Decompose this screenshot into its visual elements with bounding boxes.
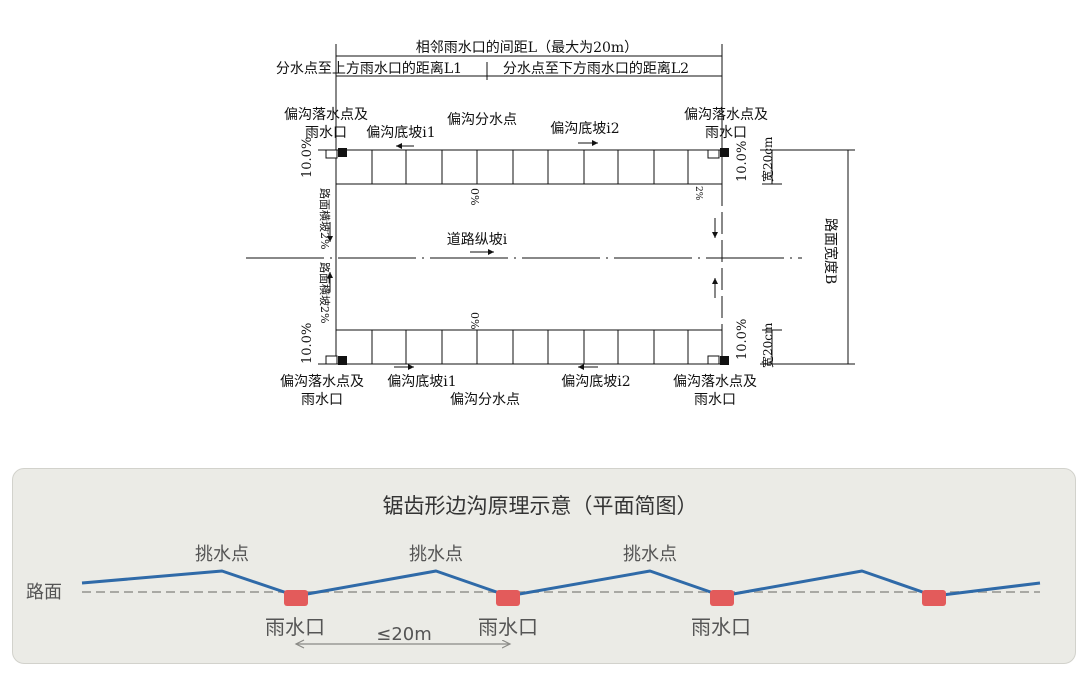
inlet-bottom-right-line2: 雨水口	[694, 392, 736, 408]
inlet-bottom-right	[720, 356, 729, 365]
bottom-gutter-dividers	[371, 330, 689, 364]
inlet-top-right	[720, 148, 729, 157]
gutter-slope-i2-bottom: 偏沟底坡i2	[561, 374, 630, 390]
plan-diagram	[246, 44, 855, 370]
pct-left-bottom: 10.0%	[300, 323, 315, 364]
label-L: 相邻雨水口的间距L（最大为20m）	[416, 40, 638, 56]
small-mark-right: 2%	[693, 186, 703, 201]
inlet-top-left-line2: 雨水口	[305, 125, 347, 141]
top-gutter-strip	[335, 149, 723, 185]
split-point-top: 偏沟分水点	[447, 112, 517, 128]
gutter-slope-i2-top: 偏沟底坡i2	[550, 121, 619, 137]
inlet-label-1: 雨水口	[265, 615, 325, 639]
high-point-label-1: 挑水点	[195, 544, 249, 565]
zero-bottom: 0%	[468, 312, 481, 329]
inlet-label-2: 雨水口	[478, 615, 538, 639]
pct-right-bottom: 10.0%	[735, 319, 750, 360]
gutter-slope-i1-top: 偏沟底坡i1	[366, 125, 435, 141]
split-point-bottom: 偏沟分水点	[450, 392, 520, 408]
inlet-top-left	[338, 148, 347, 157]
plan-inlets	[325, 148, 729, 365]
plan-rotated-labels: 10.0% 10.0% 10.0% 10.0% 宽20cm 宽20cm 路面横坡…	[300, 136, 839, 368]
inlet-bottom-left-line1: 偏沟落水点及	[280, 374, 364, 390]
inlet-2	[496, 590, 520, 606]
label-L2: 分水点至下方雨水口的距离L2	[503, 60, 689, 77]
schematic-panel	[12, 468, 1076, 664]
inlet-bottom-left-line2: 雨水口	[301, 392, 343, 408]
top-gutter-dividers	[371, 150, 689, 184]
zero-top: 0%	[468, 188, 481, 205]
bottom-gutter-strip	[335, 329, 723, 365]
inlet-bottom-right-line1: 偏沟落水点及	[673, 374, 757, 390]
inlet-top-right-line1: 偏沟落水点及	[684, 107, 768, 123]
gutter-slope-i1-bottom: 偏沟底坡i1	[387, 374, 456, 390]
high-point-label-3: 挑水点	[623, 544, 677, 565]
inlet-top-left-line1: 偏沟落水点及	[284, 107, 368, 123]
inlet-top-right-line2: 雨水口	[705, 125, 747, 141]
inlet-3	[710, 590, 734, 606]
inlet-1	[284, 590, 308, 606]
cross-slope-upper: 路面横坡2%	[318, 188, 332, 249]
width-right-top: 宽20cm	[760, 136, 775, 182]
road-width-label: 路面宽度B	[822, 218, 839, 284]
sawtooth-gutter-line	[81, 569, 1041, 598]
road-label: 路面	[26, 582, 62, 603]
inlet-bottom-left	[338, 356, 347, 365]
inlet-label-3: 雨水口	[691, 615, 751, 639]
pct-left-top: 10.0%	[300, 137, 315, 178]
road-long-slope: 道路纵坡i	[447, 232, 508, 248]
schematic-title: 锯齿形边沟原理示意（平面简图）	[383, 494, 698, 518]
spacing-label: ≤20m	[376, 624, 432, 645]
cross-slope-lower: 路面横坡2%	[318, 262, 332, 323]
inlet-4	[922, 590, 946, 606]
plan-labels: 相邻雨水口的间距L（最大为20m） 分水点至上方雨水口的距离L1 分水点至下方雨…	[276, 40, 768, 408]
width-right-bottom: 宽20cm	[760, 322, 775, 368]
high-point-label-2: 挑水点	[409, 544, 463, 565]
label-L1: 分水点至上方雨水口的距离L1	[276, 60, 462, 77]
pct-right-top: 10.0%	[735, 141, 750, 182]
